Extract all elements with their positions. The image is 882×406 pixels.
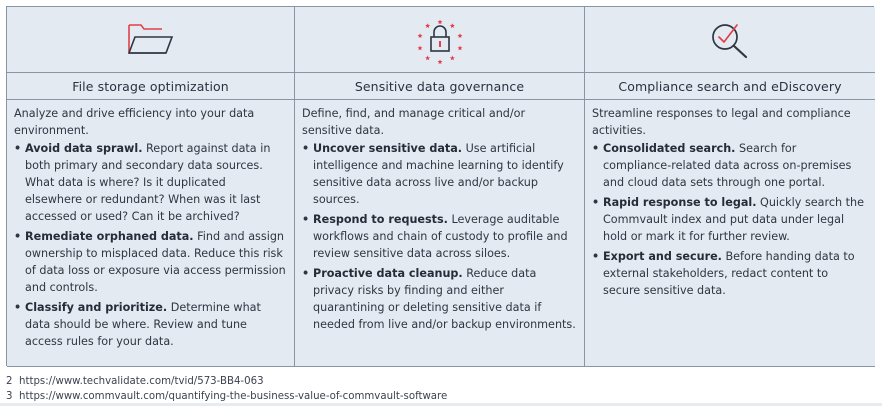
bullet-text: Before handing data to external stakehol… xyxy=(603,250,855,297)
lock-stars-icon xyxy=(411,14,469,66)
footnote: 3 https://www.commvault.com/quantifying-t… xyxy=(6,389,447,404)
bullet-text: Quickly search the Commvault index and p… xyxy=(603,196,865,243)
bullet-title: Export and secure. xyxy=(603,250,722,263)
bullet-title: Proactive data cleanup. xyxy=(313,267,463,280)
icon-cell-file-storage xyxy=(7,7,295,73)
bullet-text: Use artificial intelligence and machine … xyxy=(313,142,564,206)
bullet-title: Respond to requests. xyxy=(313,213,448,226)
intro-text: Streamline responses to legal and compli… xyxy=(592,107,851,137)
footnote-link[interactable]: https://www.techvalidate.com/tvid/573-BB… xyxy=(19,376,264,387)
bullet-title: Rapid response to legal. xyxy=(603,196,757,209)
bottom-divider xyxy=(0,403,882,406)
body-compliance: Streamline responses to legal and compli… xyxy=(585,100,875,367)
star-icon xyxy=(417,45,422,50)
bullet-list: Consolidated search. Search for complian… xyxy=(592,140,867,299)
bullet-text: Search for compliance-related data acros… xyxy=(603,142,852,189)
star-icon xyxy=(449,55,455,60)
list-item: Respond to requests. Leverage auditable … xyxy=(302,211,576,262)
heading-sensitive-data: Sensitive data governance xyxy=(295,73,585,100)
folder-icon xyxy=(126,21,176,59)
bullet-title: Remediate orphaned data. xyxy=(25,230,194,243)
star-icon xyxy=(417,32,422,38)
footnote: 2 https://www.techvalidate.com/tvid/573-B… xyxy=(6,374,447,389)
bullet-title: Classify and prioritize. xyxy=(25,301,168,314)
heading-file-storage: File storage optimization xyxy=(7,73,295,100)
bullet-text: Report against data in both primary and … xyxy=(25,142,271,223)
footnote-link[interactable]: https://www.commvault.com/quantifying-th… xyxy=(19,391,448,402)
list-item: Rapid response to legal. Quickly search … xyxy=(592,194,867,245)
bullet-text: Leverage auditable workflows and chain o… xyxy=(313,213,568,260)
star-icon xyxy=(424,22,430,28)
bullet-text: Find and assign ownership to misplaced d… xyxy=(25,230,286,294)
bullet-text: Determine what data should be where. Rev… xyxy=(25,301,261,348)
star-icon xyxy=(424,55,430,60)
list-item: Avoid data sprawl. Report against data i… xyxy=(14,140,286,225)
bullet-title: Uncover sensitive data. xyxy=(313,142,463,155)
list-item: Classify and prioritize. Determine what … xyxy=(14,299,286,350)
footnotes: 2 https://www.techvalidate.com/tvid/573-B… xyxy=(6,374,447,404)
list-item: Proactive data cleanup. Reduce data priv… xyxy=(302,265,576,333)
star-icon xyxy=(437,58,442,64)
search-check-icon xyxy=(705,20,755,60)
body-sensitive-data: Define, find, and manage critical and/or… xyxy=(295,100,585,367)
icon-cell-compliance xyxy=(585,7,875,73)
heading-compliance: Compliance search and eDiscovery xyxy=(585,73,875,100)
icon-cell-sensitive-data xyxy=(295,7,585,73)
list-item: Uncover sensitive data. Use artificial i… xyxy=(302,140,576,208)
footnote-number: 3 xyxy=(6,391,13,402)
star-icon xyxy=(457,45,462,50)
list-item: Remediate orphaned data. Find and assign… xyxy=(14,228,286,296)
feature-table: File storage optimization Sensitive data… xyxy=(6,6,875,367)
bullet-list: Avoid data sprawl. Report against data i… xyxy=(14,140,286,350)
intro-text: Define, find, and manage critical and/or… xyxy=(302,107,526,137)
bullet-title: Consolidated search. xyxy=(603,142,736,155)
bullet-text: Reduce data privacy risks by finding and… xyxy=(313,267,576,331)
body-file-storage: Analyze and drive efficiency into your d… xyxy=(7,100,295,367)
intro-text: Analyze and drive efficiency into your d… xyxy=(14,107,255,137)
footnote-number: 2 xyxy=(6,376,13,387)
bullet-title: Avoid data sprawl. xyxy=(25,142,143,155)
list-item: Consolidated search. Search for complian… xyxy=(592,140,867,191)
star-icon xyxy=(449,22,455,28)
list-item: Export and secure. Before handing data t… xyxy=(592,248,867,299)
star-icon xyxy=(457,32,462,38)
star-icon xyxy=(437,18,442,24)
bullet-list: Uncover sensitive data. Use artificial i… xyxy=(302,140,576,333)
